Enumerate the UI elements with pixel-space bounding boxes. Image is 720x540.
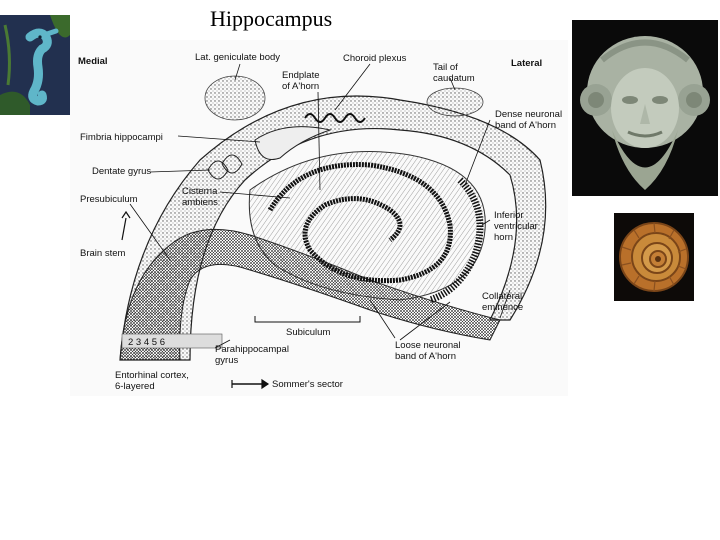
label-tail-caudatum-1: Tail of: [433, 62, 458, 73]
label-collateral-2: eminence: [482, 302, 523, 313]
label-entorhinal-1: Entorhinal cortex,: [115, 370, 189, 381]
label-subiculum: Subiculum: [286, 327, 330, 338]
leader-lines: [129, 63, 511, 349]
label-endplate-2: of A'horn: [282, 81, 319, 92]
dense-neuronal-band: [428, 177, 484, 304]
label-presubiculum: Presubiculum: [80, 194, 138, 205]
dentate-loops: [207, 154, 243, 180]
label-layers: 2 3 4 5 6: [128, 337, 165, 348]
label-collateral-1: Collateral: [482, 291, 522, 302]
label-sommer: Sommer's sector: [272, 379, 343, 390]
label-parahippocampal-2: gyrus: [215, 355, 238, 366]
seahorse-photo: [0, 15, 70, 115]
label-loose-band-1: Loose neuronal: [395, 340, 461, 351]
label-dense-band-1: Dense neuronal: [495, 109, 562, 120]
label-brain-stem: Brain stem: [80, 248, 125, 259]
label-lat-geniculate: Lat. geniculate body: [195, 52, 280, 63]
label-parahippocampal-1: Parahippocampal: [215, 344, 289, 355]
label-entorhinal-2: 6-layered: [115, 381, 155, 392]
page-title: Hippocampus: [210, 6, 333, 31]
label-tail-caudatum-2: caudatum: [433, 73, 475, 84]
label-cisterna-2: ambiens: [182, 197, 218, 208]
label-lateral: Lateral: [511, 58, 542, 69]
label-medial: Medial: [78, 56, 108, 67]
label-dentate: Dentate gyrus: [92, 166, 151, 177]
ammonite-fossil-photo: [614, 213, 694, 301]
brain-stem-arrow: [121, 210, 131, 241]
label-inferior-horn-2: ventricular: [494, 221, 538, 232]
label-dense-band-2: band of A'horn: [495, 120, 556, 131]
label-cisterna-1: Cisterna: [182, 186, 218, 197]
label-fimbria: Fimbria hippocampi: [80, 132, 163, 143]
layer-strip: [121, 333, 223, 349]
label-loose-band-2: band of A'horn: [395, 351, 456, 362]
fimbria: [254, 126, 332, 160]
dentate-gyrus-spiral: [267, 162, 453, 284]
sommer-sector-arrow: [231, 378, 270, 390]
stone-mask-photo: [572, 20, 718, 196]
hippocampus-diagram: Medial Lateral Lat. geniculate body Chor…: [70, 40, 568, 396]
lateral-geniculate-body: [204, 75, 266, 121]
choroid-plexus: [304, 113, 366, 123]
parahippocampal-band: [119, 228, 501, 361]
label-inferior-horn-3: horn: [494, 232, 513, 243]
tail-of-caudatum: [426, 87, 484, 117]
label-endplate-1: Endplate: [282, 70, 320, 81]
subiculum-bracket: [254, 316, 361, 323]
outer-cortex-arch: [119, 95, 547, 361]
label-choroid-plexus: Choroid plexus: [343, 53, 407, 64]
label-inferior-horn-1: Inferior: [494, 210, 524, 221]
